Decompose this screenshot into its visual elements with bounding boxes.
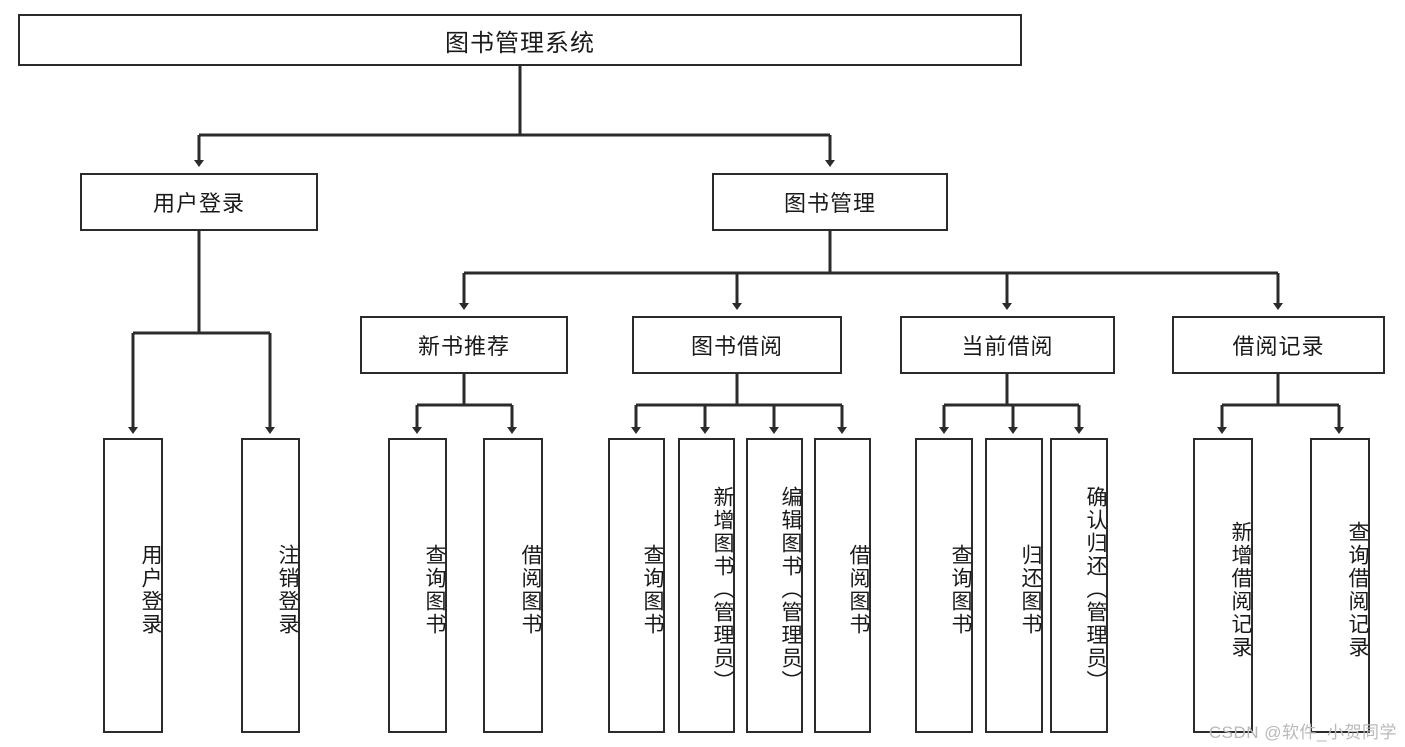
node-label: 图书借阅 [690,334,783,359]
leaf-book-borrow-edit-book-admin[interactable]: 编辑图书（管理员） [746,438,803,733]
node-label: 当前借阅 [961,334,1054,359]
node-label: 查询借阅记录 [1346,520,1369,659]
leaf-current-borrow-return-book[interactable]: 归还图书 [985,438,1043,733]
leaf-current-borrow-confirm-return-admin[interactable]: 确认归还（管理员） [1050,438,1108,733]
leaf-user-login-login[interactable]: 用户登录 [103,438,163,733]
node-new-book-recommend[interactable]: 新书推荐 [360,316,568,374]
node-root-book-management-system[interactable]: 图书管理系统 [18,14,1022,66]
leaf-borrow-record-add-record[interactable]: 新增借阅记录 [1193,438,1253,733]
leaf-book-borrow-borrow-book[interactable]: 借阅图书 [814,438,871,733]
leaf-current-borrow-query-book[interactable]: 查询图书 [915,438,973,733]
node-label: 确认归还（管理员） [1084,486,1107,693]
node-label: 查询图书 [423,543,446,636]
leaf-book-borrow-query-book[interactable]: 查询图书 [608,438,665,733]
leaf-user-login-logout[interactable]: 注销登录 [241,438,300,733]
node-label: 归还图书 [1019,543,1042,636]
node-label: 新书推荐 [417,334,510,359]
node-label: 新增借阅记录 [1229,520,1252,659]
node-label: 借阅图书 [519,543,542,636]
node-label: 新增图书（管理员） [711,486,734,693]
node-current-borrow[interactable]: 当前借阅 [900,316,1115,374]
csdn-watermark: CSDN @软件_小贺同学 [1208,723,1397,742]
node-label: 用户登录 [139,543,162,636]
node-label: 编辑图书（管理员） [779,486,802,693]
node-label: 注销登录 [276,543,299,636]
node-label: 借阅记录 [1232,334,1325,359]
node-borrow-record[interactable]: 借阅记录 [1172,316,1385,374]
node-label: 查询图书 [641,543,664,636]
node-book-management[interactable]: 图书管理 [712,173,948,231]
node-label: 查询图书 [949,543,972,636]
node-label: 图书管理系统 [445,29,595,57]
leaf-borrow-record-query-record[interactable]: 查询借阅记录 [1310,438,1370,733]
node-user-login[interactable]: 用户登录 [80,173,318,231]
leaf-book-borrow-add-book-admin[interactable]: 新增图书（管理员） [678,438,735,733]
node-book-borrow[interactable]: 图书借阅 [632,316,842,374]
node-label: 借阅图书 [847,543,870,636]
node-label: 图书管理 [783,191,876,216]
node-label: 用户登录 [152,191,245,216]
leaf-new-book-query-book[interactable]: 查询图书 [388,438,447,733]
leaf-new-book-borrow-book[interactable]: 借阅图书 [483,438,543,733]
